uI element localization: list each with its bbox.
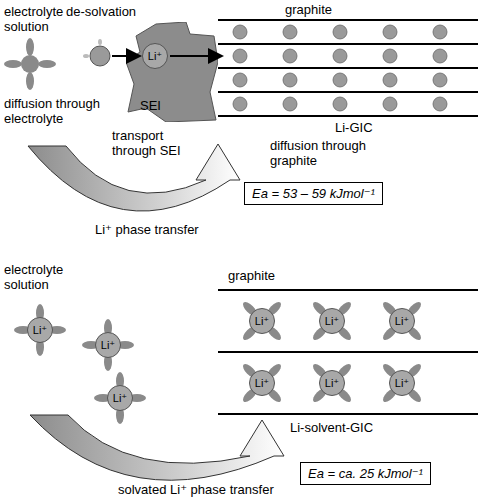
lithium-ion: Li⁺: [27, 317, 53, 343]
solvent-shell: [14, 304, 66, 356]
intercalated-li: [215, 20, 465, 116]
ion-label: Li⁺: [325, 315, 339, 328]
material-label: graphite: [228, 268, 275, 283]
solvent-shell: [225, 346, 299, 420]
ion-label: Li⁺: [113, 392, 127, 405]
material-label: graphite: [285, 2, 332, 17]
energy-label: Ea = 53 – 59 kJmol⁻¹: [252, 186, 375, 201]
solvent-shell: [82, 319, 134, 371]
process-label: solvated Li⁺ phase transfer: [118, 482, 274, 497]
process-label: Li⁺ phase transfer: [95, 222, 199, 237]
solvent-shell: [295, 284, 369, 358]
compound-label: Li-GIC: [335, 120, 373, 135]
step-label: diffusion through graphite: [270, 138, 388, 168]
lithium-ion: Li⁺: [249, 370, 275, 396]
transfer-arrow: [30, 415, 284, 480]
solvent-shell: [225, 284, 299, 358]
sei-layer: SEI Li⁺: [126, 22, 218, 122]
lithium-ion: Li⁺: [249, 308, 275, 334]
step-label: diffusion through electrolyte: [4, 96, 116, 126]
ion-label: Li⁺: [255, 315, 269, 328]
ion-label: Li⁺: [395, 315, 409, 328]
lithium-ion: Li⁺: [389, 370, 415, 396]
solvent-fragment: [83, 54, 89, 58]
lithium-ion: Li⁺: [107, 385, 133, 411]
solvent-shell: [365, 346, 439, 420]
lithium-ion: Li⁺: [142, 43, 168, 69]
sei-shape: [126, 22, 218, 122]
solvent-shell: [4, 38, 56, 90]
ion-label: Li⁺: [33, 324, 47, 337]
sei-outline: [126, 22, 218, 122]
ion: [90, 46, 110, 66]
solvent-shell: [365, 284, 439, 358]
solvent-fragment: [98, 39, 102, 45]
lithium-ion: Li⁺: [95, 332, 121, 358]
ion-label: Li⁺: [395, 377, 409, 390]
compound-label: Li-solvent-GIC: [290, 420, 373, 435]
step-label: transport through SEI: [112, 128, 198, 158]
ion-label: Li⁺: [101, 339, 115, 352]
layer-label: SEI: [140, 98, 161, 113]
lithium-ion: Li⁺: [319, 308, 345, 334]
ion-label: Li⁺: [148, 50, 162, 63]
lithium-ion: Li⁺: [389, 308, 415, 334]
energy-label: Ea = ca. 25 kJmol⁻¹: [308, 466, 423, 481]
ion-label: Li⁺: [325, 377, 339, 390]
lithium-ion: Li⁺: [319, 370, 345, 396]
energy-box: Ea = 53 – 59 kJmol⁻¹: [244, 182, 383, 205]
energy-box: Ea = ca. 25 kJmol⁻¹: [300, 462, 431, 485]
ion: [21, 55, 39, 73]
panel-label: electrolyte solution: [4, 262, 76, 292]
solvent-shell: [94, 372, 146, 424]
ion-label: Li⁺: [255, 377, 269, 390]
panel-label: electrolyte solution: [4, 4, 76, 34]
solvent-shell: [295, 346, 369, 420]
step-label: de-solvation: [66, 4, 136, 19]
